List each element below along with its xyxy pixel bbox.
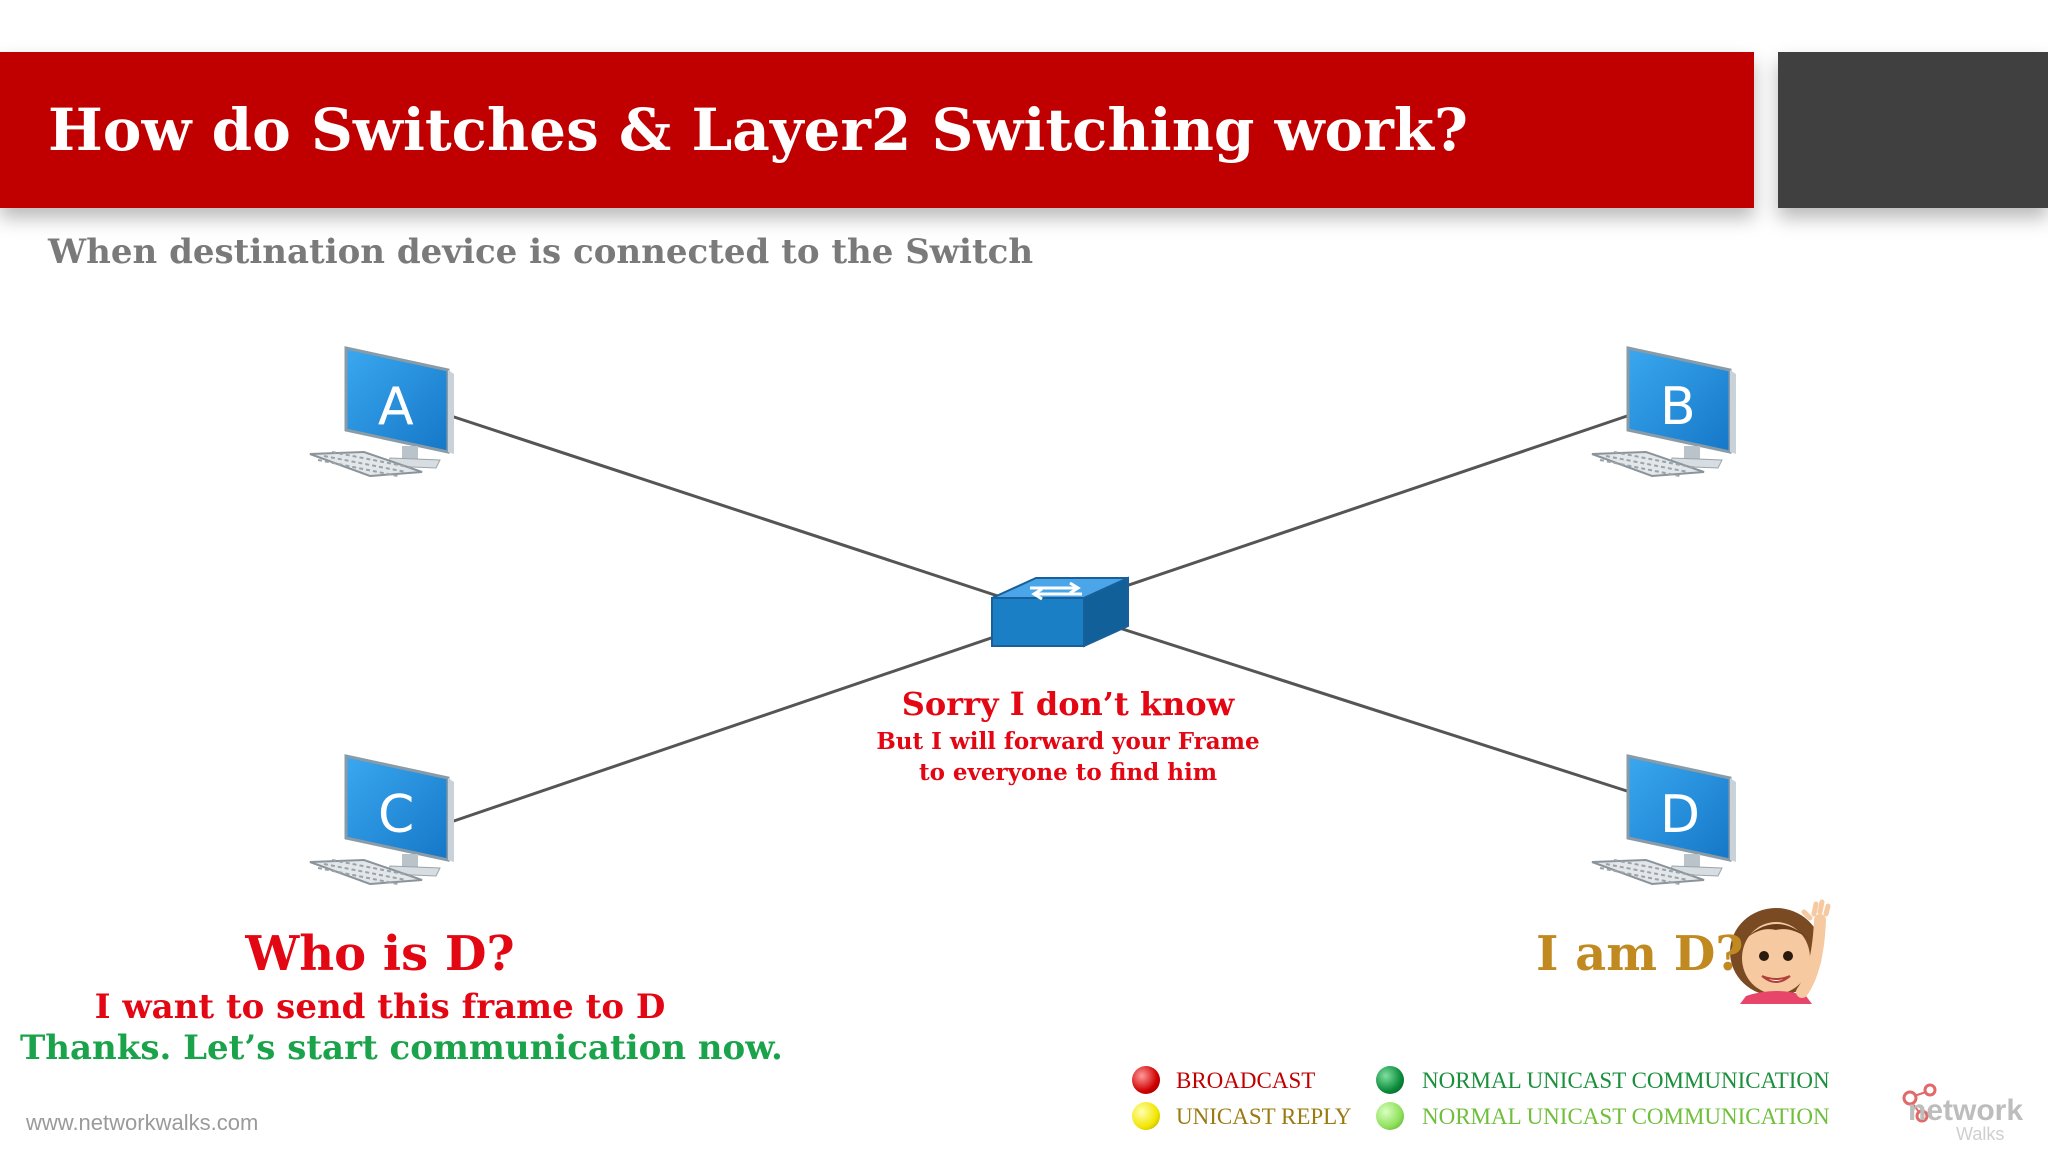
- switch-message-line2: But I will forward your Frame: [876, 728, 1260, 755]
- link-a-switch: [447, 413, 1011, 602]
- legend-dot-unicast-reply: [1132, 1102, 1160, 1130]
- pc-a-icon: A: [309, 346, 454, 478]
- pc-c-label: C: [378, 785, 414, 845]
- switch-message-line3: to everyone to find him: [918, 759, 1218, 786]
- network-walks-logo-icon: [1902, 1083, 1937, 1123]
- legend-label-normal-unicast-dark: NORMAL UNICAST COMMUNICATION: [1422, 1068, 1830, 1093]
- legend-dot-normal-unicast-dark: [1376, 1066, 1404, 1094]
- legend-label-normal-unicast-light: NORMAL UNICAST COMMUNICATION: [1422, 1104, 1830, 1129]
- logo-text: network: [1908, 1094, 2024, 1127]
- logo-subtext: Walks: [1956, 1124, 2005, 1144]
- link-b-switch: [1119, 413, 1631, 590]
- pc-d-icon: [1591, 754, 1736, 886]
- switch-message: Sorry I don’t know But I will forward yo…: [868, 682, 1268, 788]
- legend-dot-broadcast: [1132, 1066, 1160, 1094]
- sender-intent: I want to send this frame to D: [94, 987, 666, 1027]
- legend-label-broadcast: BROADCAST: [1176, 1068, 1316, 1093]
- link-c-switch: [447, 633, 1001, 825]
- switch-message-line1: Sorry I don’t know: [901, 685, 1235, 723]
- title-bar: How do Switches & Layer2 Switching work?: [0, 52, 1754, 208]
- website-url: www.networkwalks.com: [26, 1110, 259, 1135]
- pc-d-label: D: [1660, 785, 1700, 845]
- pc-b-label: B: [1660, 377, 1696, 437]
- pc-c-icon: [309, 754, 454, 886]
- slide-subtitle: When destination device is connected to …: [48, 232, 1034, 272]
- slide-title: How do Switches & Layer2 Switching work?: [48, 96, 1468, 164]
- pc-b-icon: [1591, 346, 1736, 478]
- pc-a-label: A: [378, 377, 414, 437]
- legend-label-unicast-reply: UNICAST REPLY: [1176, 1104, 1352, 1129]
- switch-icon: [991, 576, 1129, 648]
- svg-text:A: A: [378, 377, 414, 437]
- girl-avatar-icon: [1730, 899, 1831, 1004]
- sender-question: Who is D?: [245, 926, 515, 982]
- legend-dot-normal-unicast-light: [1376, 1102, 1404, 1130]
- link-d-switch: [1109, 623, 1631, 794]
- sender-thanks: Thanks. Let’s start communication now.: [20, 1028, 783, 1068]
- receiver-reply: I am D?: [1536, 926, 1744, 982]
- accent-bar: [1778, 52, 2048, 208]
